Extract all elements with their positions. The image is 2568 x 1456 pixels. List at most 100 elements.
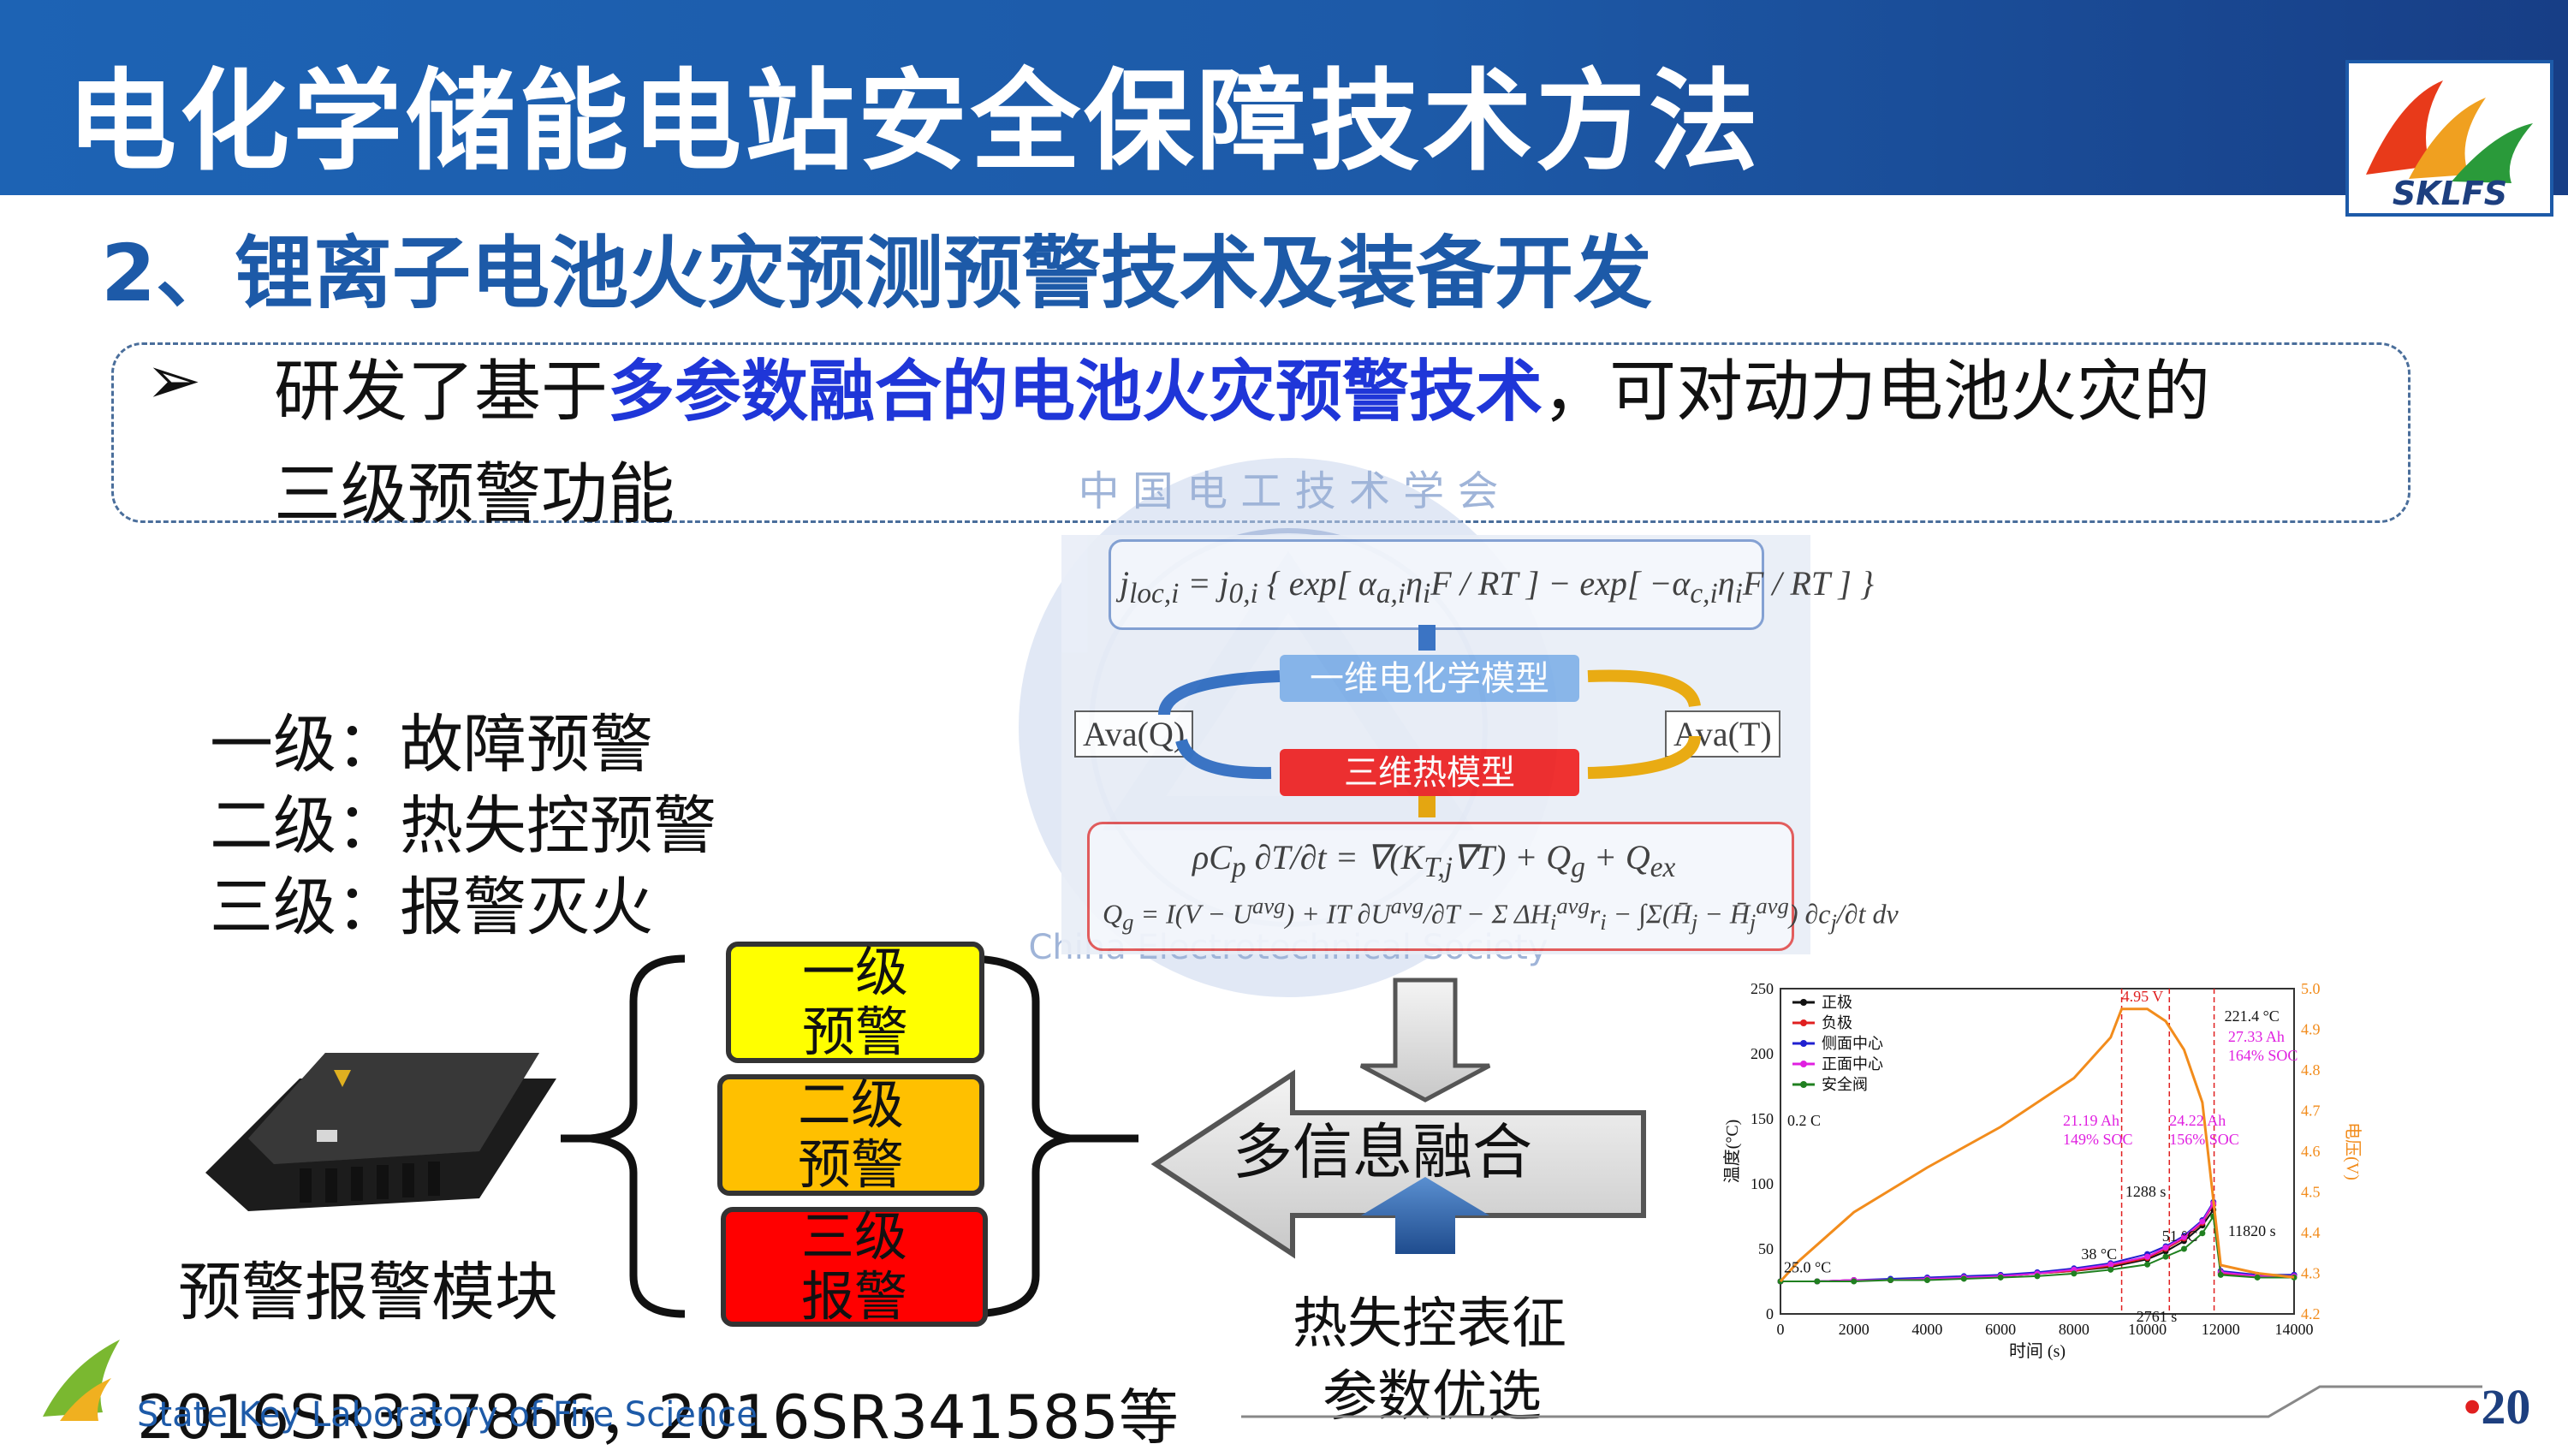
series-point: [1997, 1274, 2004, 1281]
y2-tick-label: 4.2: [2301, 1305, 2321, 1322]
series-point: [1814, 1278, 1821, 1285]
series-point: [2254, 1274, 2261, 1281]
footer-flame-logo: [43, 1340, 120, 1421]
y2-tick-label: 4.7: [2301, 1102, 2321, 1120]
model-diagram: jloc,i = j0,i { exp[ αa,iηiF / RT ] − ex…: [1061, 535, 1899, 954]
series-point: [2107, 1266, 2114, 1273]
y2-tick-label: 4.6: [2301, 1143, 2321, 1160]
page-number: •20: [2464, 1378, 2530, 1435]
level-2-box-line1: 二级: [797, 1073, 904, 1136]
y2-tick-label: 4.5: [2301, 1184, 2321, 1201]
series-point: [2217, 1271, 2224, 1278]
header-bar: [0, 0, 2568, 195]
chart-annotation: 1288 s: [2125, 1183, 2167, 1200]
series-point: [2107, 1261, 2114, 1268]
legend-marker: [1800, 1040, 1807, 1047]
level-3-text: 三级：报警灭火: [210, 871, 653, 944]
legend-label: 正极: [1822, 994, 1852, 1011]
sklfs-logo: SKLFS: [2345, 60, 2553, 217]
x-tick-label: 0: [1777, 1321, 1785, 1338]
fusion-label: 多信息融合: [1233, 1117, 1532, 1187]
series-point: [2162, 1253, 2169, 1260]
series-point: [2180, 1233, 2187, 1240]
footer-lab-name: State Key Laboratory of Fire Science: [137, 1395, 758, 1435]
level-2-box: 二级 预警: [717, 1074, 984, 1196]
x-tick-label: 4000: [1911, 1321, 1942, 1338]
ava-q-label: Ava(Q): [1074, 710, 1194, 758]
section-subtitle: 2、锂离子电池火灾预测预警技术及装备开发: [101, 228, 1653, 319]
y2-tick-label: 4.4: [2301, 1224, 2321, 1241]
electrochem-equation-box: jloc,i = j0,i { exp[ αa,iηiF / RT ] − ex…: [1109, 539, 1874, 630]
equation-heat: ρCp ∂T/∂t = ∇(KT,j∇T) + Qg + Qex: [1192, 838, 1676, 883]
series-line: [1780, 1214, 2294, 1282]
intro-prefix: 研发了基于: [274, 354, 609, 431]
model-3d-label: 三维热模型: [1344, 753, 1515, 792]
bullet-arrow-icon: ➢: [146, 342, 202, 419]
series-line: [1779, 1007, 2295, 1283]
y2-tick-label: 4.8: [2301, 1061, 2321, 1079]
intro-line-2: 三级预警功能: [274, 456, 675, 533]
page-dot: •: [2464, 1379, 2482, 1435]
x-tick-label: 2000: [1839, 1321, 1870, 1338]
series-point: [2144, 1253, 2151, 1260]
chart-annotation: 11820 s: [2228, 1222, 2276, 1239]
series-point: [1851, 1278, 1858, 1285]
legend-marker: [1800, 1061, 1807, 1067]
y-tick-label: 200: [1751, 1045, 1774, 1062]
model-1d-box: 一维电化学模型: [1280, 655, 1579, 702]
x-tick-label: 6000: [1985, 1321, 2016, 1338]
intro-highlight: 多参数融合的电池火灾预警技术: [608, 354, 1543, 431]
intro-line-1: 研发了基于多参数融合的电池火灾预警技术，可对动力电池火灾的: [274, 338, 2210, 434]
series-point: [2199, 1218, 2206, 1225]
series-point: [1960, 1275, 1967, 1282]
intro-suffix: ，可对动力电池火灾的: [1543, 354, 2211, 431]
level-1-text: 一级：故障预警: [210, 708, 653, 781]
series-point: [2071, 1270, 2078, 1277]
series-point: [2144, 1261, 2151, 1268]
y-axis-label: 温度(°C): [1722, 1120, 1742, 1184]
legend-label: 负极: [1822, 1014, 1852, 1031]
level-3-box: 三级 报警: [721, 1207, 988, 1327]
chart-annotation: 156% SOC: [2169, 1131, 2239, 1148]
chart-annotation: 51 °C: [2162, 1227, 2198, 1245]
level-braces: [561, 954, 1138, 1318]
series-point: [2199, 1230, 2206, 1237]
y-tick-label: 250: [1751, 980, 1774, 997]
legend-label: 正面中心: [1822, 1055, 1883, 1073]
chart-annotation: 21.19 Ah: [2063, 1112, 2119, 1129]
model-3d-box: 三维热模型: [1280, 749, 1579, 796]
x-axis-label: 时间 (s): [2009, 1341, 2066, 1361]
param-label-line1: 热失控表征: [1293, 1293, 1566, 1356]
y2-tick-label: 4.3: [2301, 1265, 2321, 1282]
level-3-box-line1: 三级: [800, 1205, 907, 1268]
footer-registration-codes: 2016SR337866，2016SR341585等: [137, 1382, 1179, 1453]
thermal-equation-box: ρCp ∂T/∂t = ∇(KT,j∇T) + Qg + Qex Qg = I(…: [1087, 822, 1899, 951]
equation-qg: Qg = I(V − Uavg) + IT ∂Uavg/∂T − Σ ΔHiav…: [1103, 893, 1899, 936]
legend-label: 安全阀: [1822, 1076, 1868, 1093]
series-point: [2034, 1273, 2041, 1280]
chart-annotation: 221.4 °C: [2225, 1007, 2280, 1025]
equation-j: jloc,i = j0,i { exp[ αa,iηiF / RT ] − ex…: [1120, 564, 1874, 609]
model-1d-label: 一维电化学模型: [1310, 659, 1549, 698]
y2-tick-label: 4.9: [2301, 1021, 2321, 1038]
watermark-cn: 中 国 电 工 技 术 学 会: [1079, 467, 1499, 515]
legend-marker: [1800, 1081, 1807, 1088]
x-tick-label: 10000: [2128, 1321, 2167, 1338]
ava-t-label: Ava(T): [1665, 710, 1780, 758]
footer-line: [1241, 1385, 2482, 1418]
series-point: [1923, 1276, 1930, 1283]
level-1-box-line2: 预警: [801, 1001, 908, 1063]
chart-annotation: 164% SOC: [2228, 1047, 2298, 1064]
x-tick-label: 12000: [2202, 1321, 2240, 1338]
chart-annotation: 25.0 °C: [1784, 1258, 1831, 1275]
series-point: [2180, 1245, 2187, 1252]
chart-annotation: 149% SOC: [2063, 1131, 2133, 1148]
series-point: [1887, 1276, 1894, 1283]
logo-text: SKLFS: [2393, 175, 2507, 212]
chart-annotation: 2761 s: [2137, 1308, 2178, 1325]
y2-tick-label: 5.0: [2301, 980, 2321, 997]
legend-marker: [1800, 999, 1807, 1006]
param-label-line2: 参数优选: [1323, 1365, 1542, 1429]
warning-module-image: [205, 1053, 556, 1211]
